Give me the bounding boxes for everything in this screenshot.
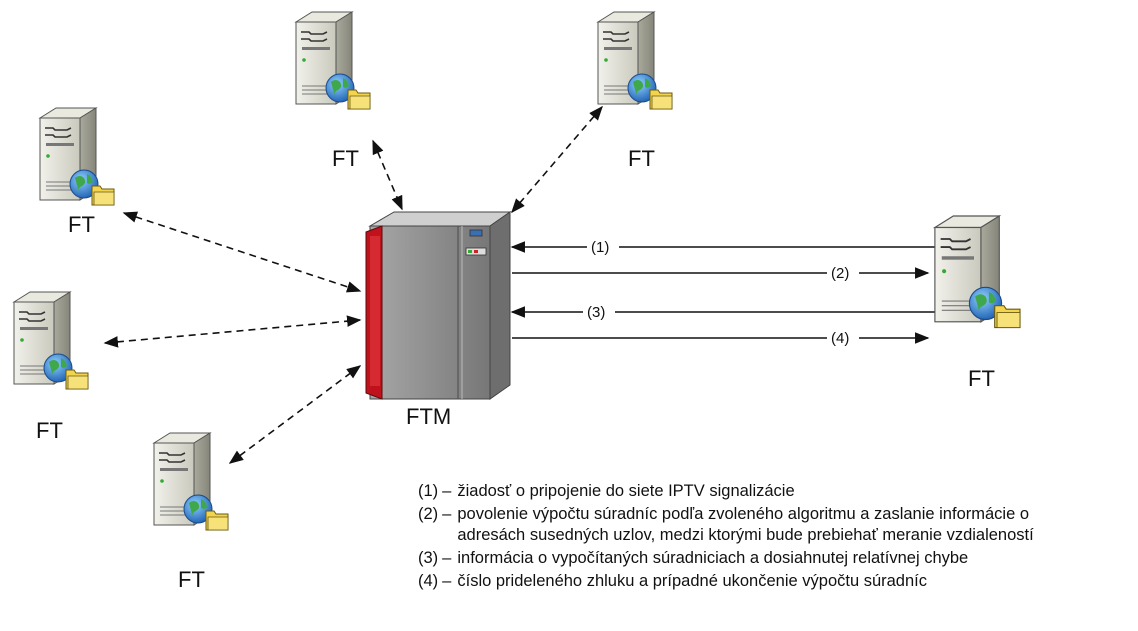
legend-item-4: (4) – číslo prideleného zhluku a prípadn… [418, 571, 1133, 592]
ft-top-right-label: FT [628, 146, 655, 171]
link-ft-left-top [122, 211, 362, 293]
legend-item-2-text: povolenie výpočtu súradníc podľa zvolené… [457, 505, 1034, 544]
ft-top-center-label: FT [332, 146, 359, 171]
legend-item-4-number: (4) [418, 572, 439, 590]
arrow-tags: (1) (2) (3) (4) [583, 237, 859, 348]
ftm-mainframe-icon [365, 211, 512, 400]
ft-bottom-left-label: FT [178, 567, 205, 592]
ftm-label: FTM [406, 404, 452, 429]
arrow-2-label: (2) [831, 265, 849, 282]
legend-item-3-number: (3) [418, 549, 439, 567]
ft-right-label: FT [968, 366, 995, 391]
ft-top-right-server-icon [597, 11, 673, 110]
ft-right-server-icon [933, 215, 1021, 329]
ft-left-middle-label: FT [36, 418, 63, 443]
legend-item-2-number: (2) [418, 505, 439, 523]
legend-item-3-dash: – [442, 549, 452, 567]
legend-item-1-dash: – [442, 482, 452, 500]
legend: (1) – žiadosť o pripojenie do siete IPTV… [418, 481, 1133, 594]
link-ft-bottom-left [228, 365, 362, 464]
ft-left-top-label: FT [68, 212, 95, 237]
link-ft-left-middle [103, 315, 362, 348]
arrows [103, 105, 936, 464]
ft-left-middle-server-icon [13, 291, 89, 390]
legend-item-3: (3) – informácia o vypočítaných súradnic… [418, 548, 1133, 569]
legend-item-2-dash: – [442, 505, 452, 523]
legend-item-4-dash: – [442, 572, 452, 590]
ft-bottom-left-server-icon [153, 432, 229, 531]
legend-item-1-text: žiadosť o pripojenie do siete IPTV signa… [457, 482, 795, 500]
arrow-4-label: (4) [831, 330, 849, 347]
link-ft-top-center [372, 139, 403, 211]
arrow-3-label: (3) [587, 304, 605, 321]
link-ft-top-right [511, 105, 603, 214]
ft-top-center-server-icon [295, 11, 371, 110]
legend-item-3-text: informácia o vypočítaných súradniciach a… [457, 549, 969, 567]
legend-item-1-number: (1) [418, 482, 439, 500]
arrow-1-label: (1) [591, 239, 609, 256]
legend-item-4-text: číslo prideleného zhluku a prípadné ukon… [457, 572, 927, 590]
legend-item-2: (2) – povolenie výpočtu súradníc podľa z… [418, 504, 1133, 546]
ft-left-top-server-icon [39, 107, 115, 206]
legend-item-1: (1) – žiadosť o pripojenie do siete IPTV… [418, 481, 1133, 502]
